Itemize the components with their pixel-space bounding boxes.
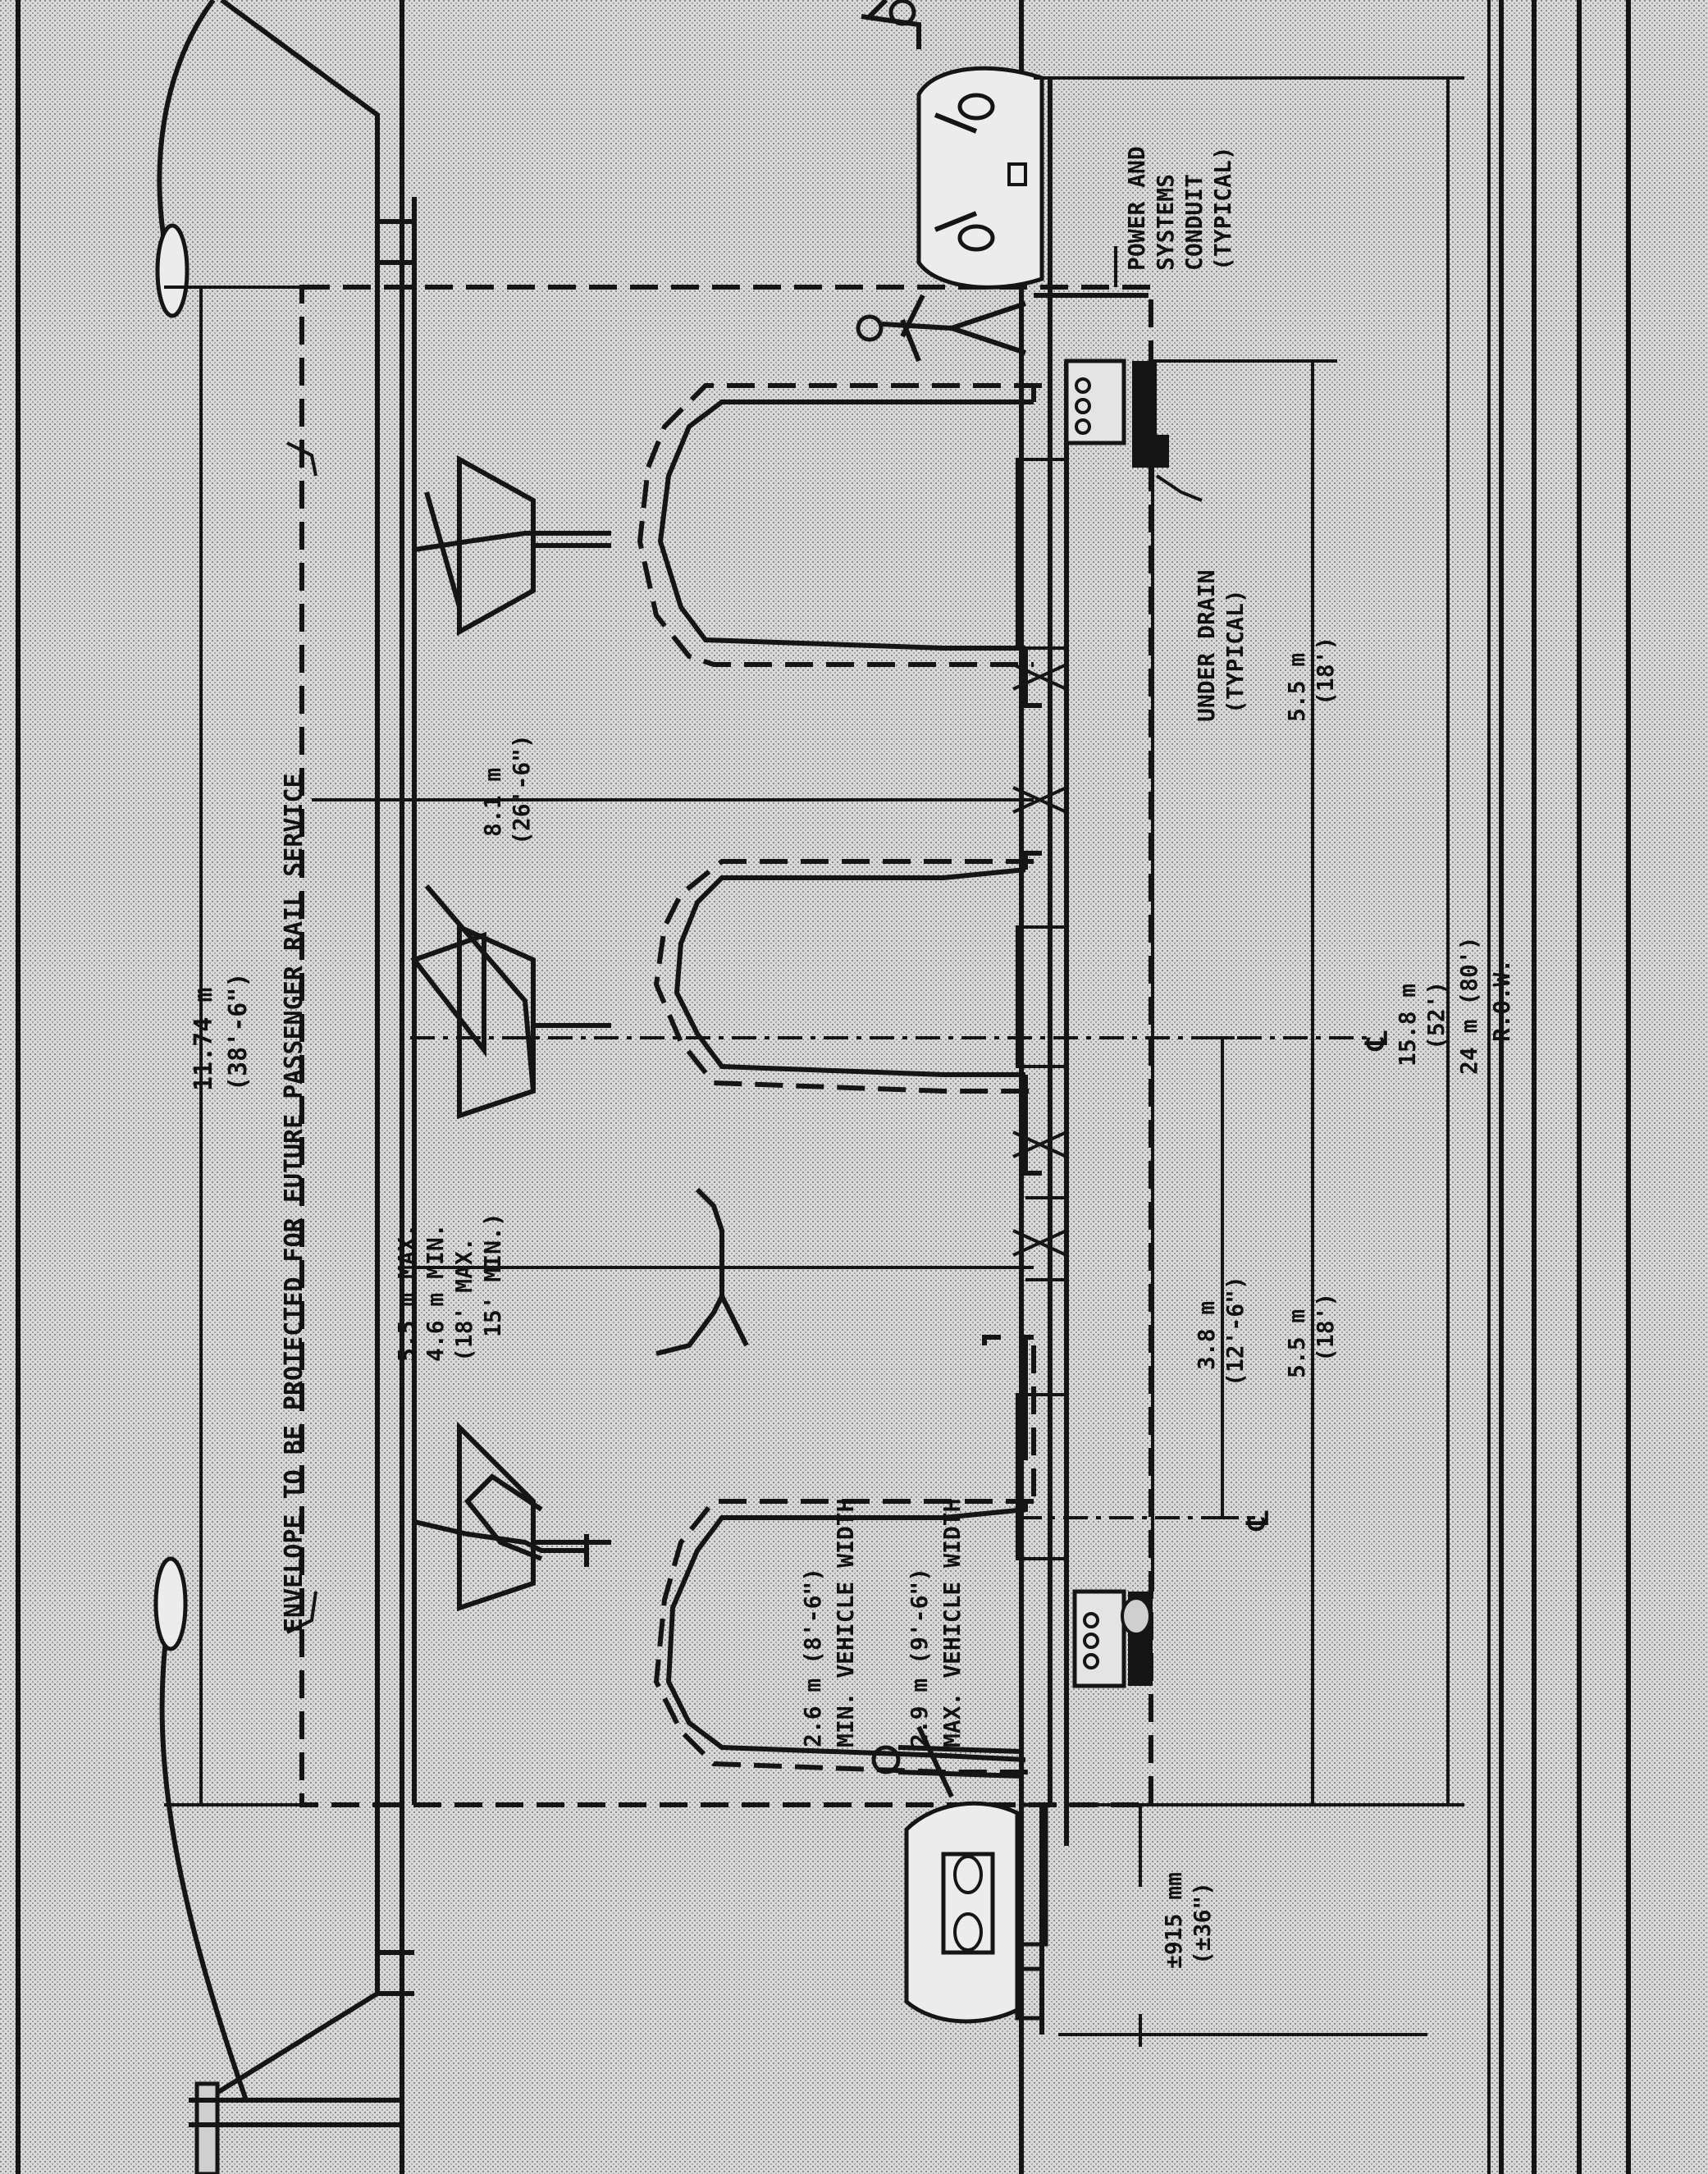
- row-label: R.O.W.: [1488, 959, 1515, 1042]
- centerline-mark-left: ℄: [1241, 1510, 1275, 1532]
- envelope-width-dimension: [164, 285, 302, 1806]
- leaders: [286, 246, 1203, 1634]
- centerline-mark-center: ℄: [1360, 1030, 1394, 1052]
- curb-to-curb-ft: (52'): [1423, 981, 1450, 1050]
- rail-vehicle-center: [653, 851, 1042, 1176]
- street-light-bottom: [153, 1556, 414, 2174]
- spacing-m: 8.1 m: [479, 768, 506, 837]
- envelope-width-ft: (38'-6"): [224, 973, 253, 1092]
- power-label-2: SYSTEMS: [1152, 174, 1179, 271]
- power-label-4: (TYPICAL): [1209, 146, 1236, 271]
- pantograph-right: [413, 454, 611, 637]
- pedestrian-top-2: [856, 294, 1026, 363]
- row-dimension: 24 m (80'): [1455, 936, 1482, 1075]
- curb-to-curb-m: 15.8 m: [1394, 984, 1421, 1066]
- sidewalk-dimension-in: (±36"): [1189, 1882, 1216, 1965]
- pantograph-center: [410, 884, 611, 1120]
- max-vehicle-width-note: MAX. VEHICLE WIDTH: [938, 1499, 966, 1747]
- sidewalk-dimension-mm: ±915 mm: [1160, 1872, 1187, 1969]
- cl-offset-dimension: [1210, 1036, 1235, 1519]
- envelope-label: ENVELOPE TO BE PROTECTED FOR FUTURE PASS…: [280, 773, 308, 1633]
- clearance-dimension: [413, 1255, 1034, 1280]
- power-label-3: CONDUIT: [1181, 174, 1208, 271]
- rail-vehicle-left: [653, 1187, 1036, 1774]
- min-vehicle-width-note: MIN. VEHICLE WIDTH: [832, 1499, 859, 1747]
- max-vehicle-width: 2.9 m (9'-6"): [906, 1568, 933, 1747]
- cl-offset-m: 3.8 m: [1193, 1301, 1220, 1370]
- spacing-ft: (26'-6"): [508, 734, 535, 845]
- track-slab: [1012, 361, 1069, 1805]
- lane-right-m: 5.5 m: [1283, 653, 1310, 722]
- clearance-label-2: 4.6 m MIN.: [422, 1223, 449, 1362]
- clearance-label-4: 15' MIN.): [479, 1213, 506, 1337]
- envelope-width-m: 11.74 m: [190, 988, 218, 1091]
- clearance-label-3: (18' MAX.: [450, 1237, 477, 1362]
- power-label-1: POWER AND: [1123, 146, 1150, 271]
- pantograph-left: [413, 1421, 611, 1612]
- rail-vehicle-right: [637, 383, 1042, 708]
- cl-offset-ft: (12'-6"): [1222, 1276, 1249, 1386]
- pedestrian-bottom: [871, 1725, 1022, 1798]
- pedestrian-top-1: [861, 0, 921, 49]
- utility-boxes-bottom: [1072, 1589, 1153, 1688]
- street-light-top: [155, 0, 417, 2103]
- lane-left-m: 5.5 m: [1283, 1309, 1310, 1378]
- underdrain-label-1: UNDER DRAIN: [1193, 570, 1220, 722]
- clearance-label-1: 5.5 m MAX.: [393, 1223, 420, 1362]
- car-top: [916, 66, 1044, 290]
- min-vehicle-width: 2.6 m (8'-6"): [799, 1568, 826, 1747]
- sidewalk-dimension: [1066, 1803, 1142, 1887]
- lane-left-ft: (18'): [1312, 1293, 1339, 1362]
- curb-row-dimensions: [1034, 0, 1491, 2174]
- sidewalks: [1015, 78, 1069, 2035]
- underdrain-label-2: (TYPICAL): [1222, 589, 1249, 714]
- lane-right-ft: (18'): [1312, 637, 1339, 706]
- labels: ENVELOPE TO BE PROTECTED FOR FUTURE PASS…: [190, 146, 1515, 1969]
